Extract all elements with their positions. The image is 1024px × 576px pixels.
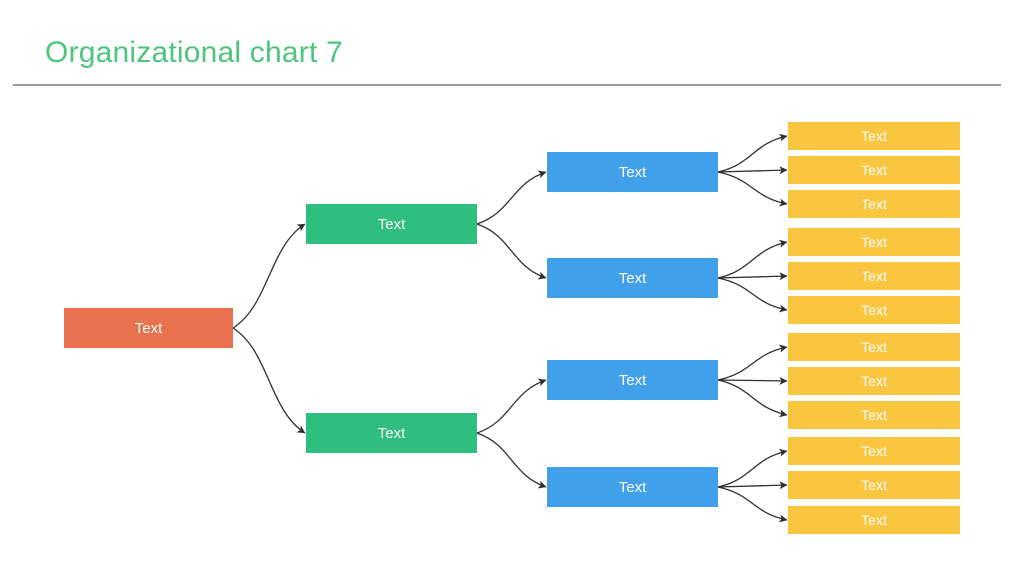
connector-b2-l4 (717, 239, 788, 279)
org-node-l8: Text (788, 367, 960, 395)
org-node-l1: Text (788, 122, 960, 150)
connector-g1-b2 (476, 223, 547, 280)
title-divider (13, 84, 1001, 86)
connector-root-g1 (232, 223, 306, 329)
node-label: Text (618, 269, 647, 287)
node-label: Text (618, 371, 647, 389)
org-node-l7: Text (788, 333, 960, 361)
connector-b4-l11 (717, 481, 788, 490)
node-label: Text (861, 339, 887, 355)
connector-g2-b3 (476, 378, 547, 434)
connector-b2-l5 (717, 272, 788, 281)
connector-b4-l10 (717, 448, 788, 488)
org-node-l11: Text (788, 471, 960, 499)
org-node-l10: Text (788, 437, 960, 465)
node-label: Text (861, 512, 887, 528)
org-node-l3: Text (788, 190, 960, 218)
org-node-l6: Text (788, 296, 960, 324)
page-title: Organizational chart 7 (45, 36, 343, 69)
connector-root-g2 (232, 327, 306, 434)
node-label: Text (861, 162, 887, 178)
node-label: Text (618, 478, 647, 496)
node-label: Text (377, 424, 406, 442)
node-label: Text (861, 477, 887, 493)
org-node-l12: Text (788, 506, 960, 534)
node-label: Text (618, 163, 647, 181)
org-node-b3: Text (547, 360, 718, 400)
org-node-b1: Text (547, 152, 718, 192)
org-node-b2: Text (547, 258, 718, 298)
node-label: Text (861, 407, 887, 423)
connector-b4-l12 (717, 486, 788, 523)
connector-b3-l9 (717, 379, 788, 418)
org-node-root: Text (64, 308, 233, 348)
connector-b3-l7 (717, 344, 788, 381)
node-label: Text (861, 443, 887, 459)
connector-g2-b4 (476, 432, 547, 489)
connector-g1-b1 (476, 170, 547, 225)
connector-b1-l2 (717, 166, 788, 175)
org-node-l4: Text (788, 228, 960, 256)
node-label: Text (377, 215, 406, 233)
node-label: Text (861, 373, 887, 389)
node-label: Text (861, 196, 887, 212)
org-node-l5: Text (788, 262, 960, 290)
node-label: Text (134, 319, 163, 337)
node-label: Text (861, 234, 887, 250)
org-node-l2: Text (788, 156, 960, 184)
org-node-b4: Text (547, 467, 718, 507)
org-node-g2: Text (306, 413, 477, 453)
node-label: Text (861, 128, 887, 144)
node-label: Text (861, 268, 887, 284)
connector-b3-l8 (717, 376, 788, 385)
org-node-g1: Text (306, 204, 477, 244)
node-label: Text (861, 302, 887, 318)
connector-b2-l6 (717, 277, 788, 313)
connector-b1-l1 (717, 133, 788, 173)
org-node-l9: Text (788, 401, 960, 429)
connector-b1-l3 (717, 171, 788, 207)
